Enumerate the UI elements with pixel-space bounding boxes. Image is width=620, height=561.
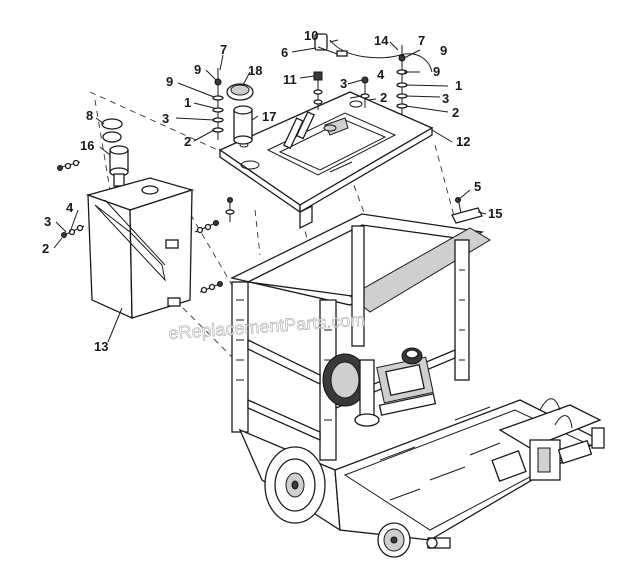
callout-3: 3 bbox=[162, 111, 169, 126]
callout-11: 11 bbox=[283, 72, 297, 87]
callout-1: 1 bbox=[184, 95, 191, 110]
callout-9: 9 bbox=[440, 43, 447, 58]
alignment-lines bbox=[89, 91, 456, 366]
callout-16: 16 bbox=[80, 138, 94, 153]
callout-9: 9 bbox=[194, 62, 201, 77]
callout-2: 2 bbox=[184, 134, 191, 149]
callout-2: 2 bbox=[452, 105, 459, 120]
callout-9: 9 bbox=[433, 64, 440, 79]
tank-13 bbox=[85, 177, 195, 320]
callout-14: 14 bbox=[374, 33, 389, 48]
leader-lines bbox=[53, 39, 487, 343]
callout-15: 15 bbox=[488, 206, 502, 221]
bolts-left bbox=[57, 159, 85, 238]
callout-8: 8 bbox=[86, 108, 93, 123]
callout-1: 1 bbox=[455, 78, 462, 93]
cap-18 bbox=[226, 83, 254, 101]
cover-plate-12 bbox=[218, 91, 434, 230]
callout-5: 5 bbox=[474, 179, 481, 194]
handle-10 bbox=[314, 33, 348, 57]
callout-2: 2 bbox=[380, 90, 387, 105]
sleeve-16 bbox=[109, 145, 129, 187]
filter-17 bbox=[233, 105, 253, 145]
callout-7: 7 bbox=[220, 42, 227, 57]
callout-7: 7 bbox=[418, 33, 425, 48]
callout-4: 4 bbox=[66, 200, 74, 215]
callout-10: 10 bbox=[304, 28, 318, 43]
rear-wheel bbox=[264, 446, 326, 524]
frame bbox=[230, 213, 605, 549]
callout-13: 13 bbox=[94, 339, 108, 354]
callout-9: 9 bbox=[166, 74, 173, 89]
callout-12: 12 bbox=[456, 134, 470, 149]
callout-2: 2 bbox=[42, 241, 49, 256]
hardware-stack-left bbox=[212, 68, 224, 140]
callout-3: 3 bbox=[44, 214, 51, 229]
callout-3: 3 bbox=[340, 76, 347, 91]
engine-assembly bbox=[322, 347, 437, 427]
callout-3: 3 bbox=[442, 91, 449, 106]
callout-17: 17 bbox=[262, 109, 276, 124]
hardware-stack-mid bbox=[313, 71, 370, 110]
callout-6: 6 bbox=[281, 45, 288, 60]
bolts-right bbox=[194, 197, 235, 294]
front-wheel bbox=[377, 522, 411, 558]
callout-18: 18 bbox=[248, 63, 262, 78]
callout-4: 4 bbox=[377, 67, 385, 82]
bracket-15 bbox=[451, 197, 483, 224]
hardware-stack-right bbox=[396, 45, 408, 115]
cap-8 bbox=[101, 118, 123, 143]
callout-labels: 10 14 7 7 9 18 6 9 11 4 9 9 3 1 1 2 3 3 … bbox=[42, 28, 502, 354]
